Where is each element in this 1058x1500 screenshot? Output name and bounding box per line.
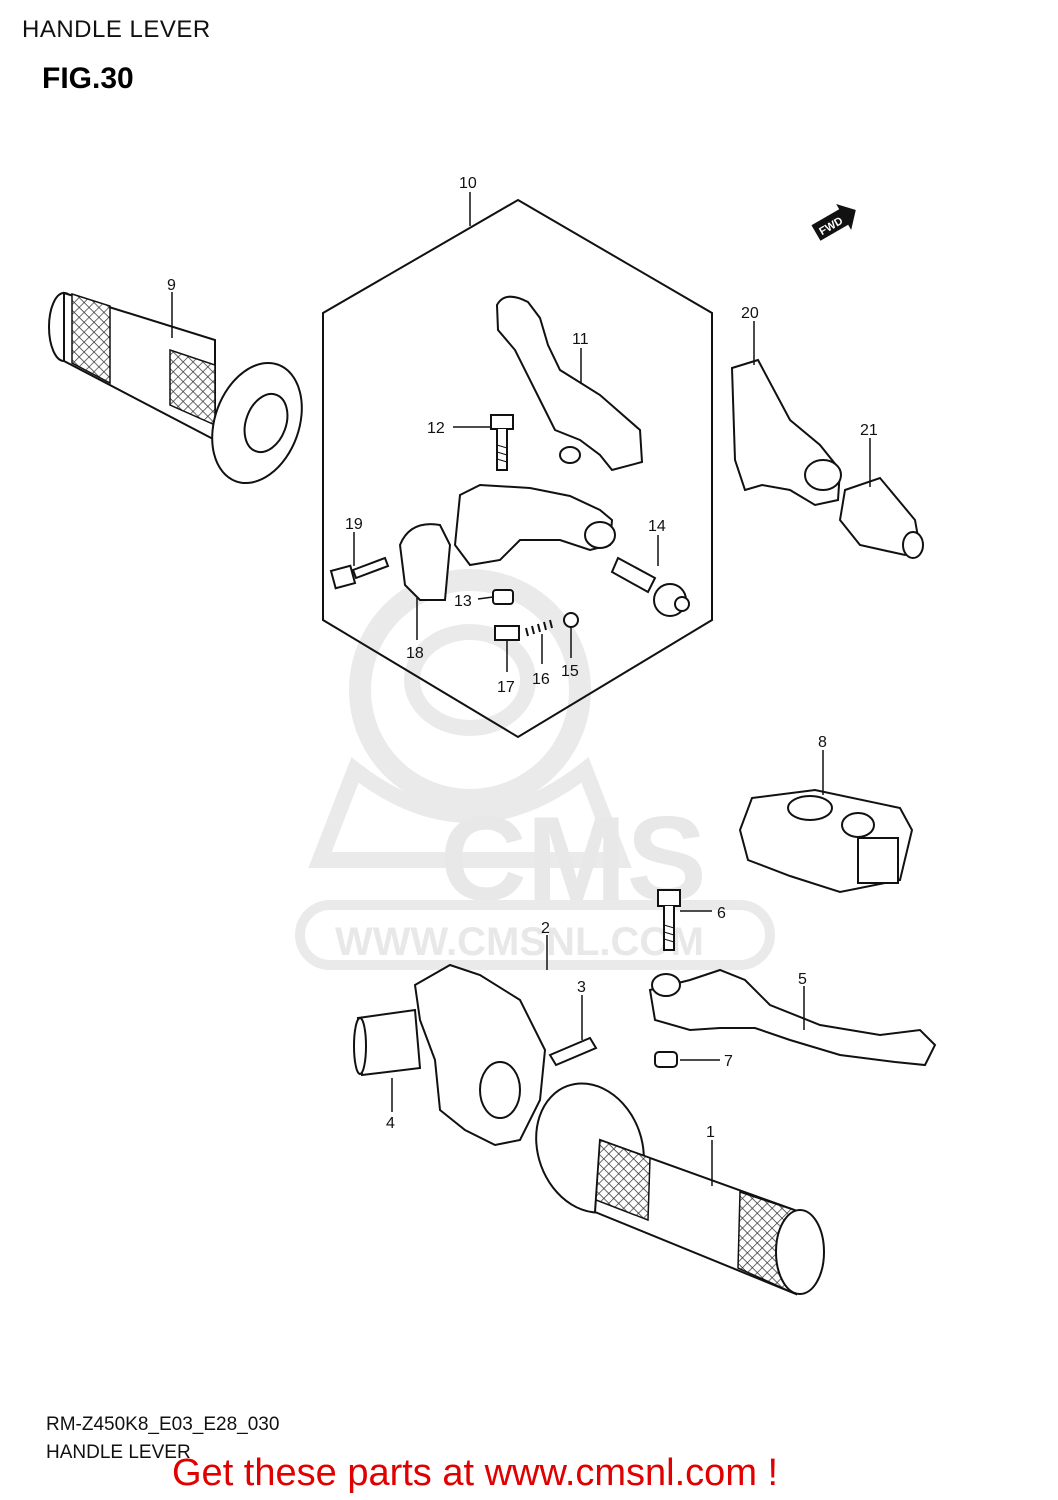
cta-link[interactable]: Get these parts at www.cmsnl.com ! [172,1452,779,1494]
collar-4 [353,1008,422,1077]
leader-lines [171,192,871,1186]
callout-19: 19 [345,516,363,533]
callout-9: 9 [167,277,176,294]
callout-13: 13 [454,593,472,610]
watermark-url: WWW.CMSNL.COM [335,920,704,964]
callout-2: 2 [541,920,550,937]
fwd-badge: FWD [811,204,856,241]
callout-8: 8 [818,734,827,751]
model-code: RM-Z450K8_E03_E28_030 [46,1414,280,1435]
callout-18: 18 [406,645,424,662]
callout-11: 11 [572,331,589,348]
callout-17: 17 [497,679,515,696]
kit-boundary-10 [322,198,713,739]
spring-16 [525,619,553,637]
callout-15: 15 [561,663,579,680]
callout-12: 12 [427,420,445,437]
clamp-18 [398,523,452,601]
callout-4: 4 [386,1115,395,1132]
clutch-lever [495,295,644,472]
nut-13 [492,589,514,605]
bolt-12 [490,414,514,471]
page-header-title: HANDLE LEVER [22,16,211,43]
callout-numbers: 10 9 11 12 14 20 21 19 13 18 17 16 15 8 … [167,175,878,1141]
watermark: CMS WWW.CMSNL.COM [295,569,775,970]
callout-21: 21 [860,422,878,439]
bolt-6 [657,889,681,951]
cover-8 [738,788,914,894]
callout-20: 20 [741,305,759,322]
figure-number: FIG.30 [42,62,134,95]
adjuster-14 [610,556,690,617]
adjuster-17 [494,625,520,641]
ball-15 [563,612,579,628]
callout-1: 1 [706,1124,715,1141]
footer-title: HANDLE LEVER [46,1442,191,1463]
brake-lever-5 [648,968,937,1067]
throttle-housing-2 [413,963,547,1147]
callout-16: 16 [532,671,550,688]
callout-10: 10 [459,175,477,192]
adjuster-21 [838,476,924,559]
callout-7: 7 [724,1053,733,1070]
right-grip-1 [535,1082,825,1296]
callout-14: 14 [648,518,666,535]
screw-3 [548,1036,598,1067]
callout-5: 5 [798,971,807,988]
lever-perch [453,483,614,567]
nut-7 [654,1051,678,1068]
left-grip [48,291,303,485]
callout-3: 3 [577,979,586,996]
bolt-19 [329,556,390,590]
callout-6: 6 [717,905,726,922]
